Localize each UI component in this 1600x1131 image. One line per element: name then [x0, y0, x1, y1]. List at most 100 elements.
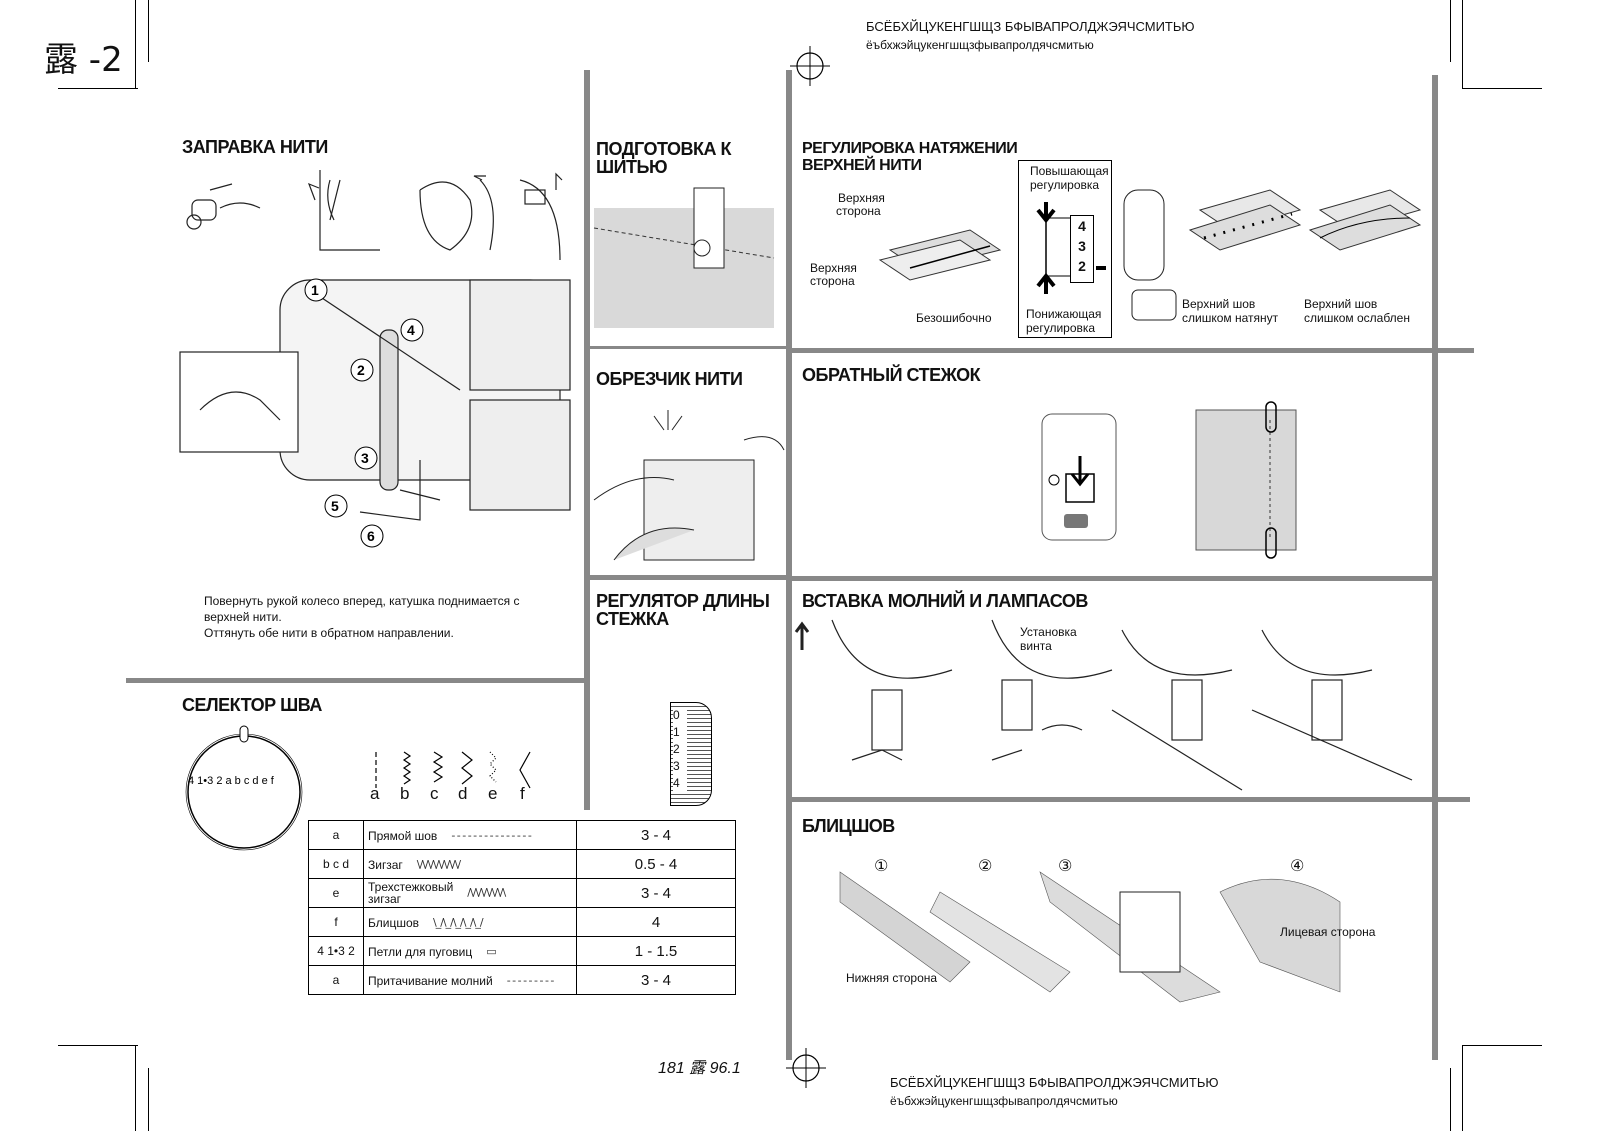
tension-title-1: РЕГУЛИРОВКА НАТЯЖЕНИИ — [802, 140, 1018, 157]
stitch-name-cell: Петли для пуговиц ▭ — [363, 936, 577, 966]
selector-table: a Прямой шов - - - - - - - - - - - - - - -… — [308, 820, 736, 995]
stitch-code: e — [308, 878, 364, 908]
crop-mark — [148, 1068, 149, 1131]
raise-label: регулировка — [1030, 178, 1100, 192]
threading-illustrations: 1 4 2 3 5 6 — [179, 170, 571, 548]
upper-side-label: Верхняя — [810, 261, 857, 275]
footer-code: 181 露 96.1 — [658, 1060, 741, 1077]
stitch-pattern-sample: - - - - - - - - - - - - - - - — [451, 829, 531, 842]
stitch-length-title-1: РЕГУЛЯТОР ДЛИНЫ — [596, 591, 770, 611]
svg-text:6: 6 — [367, 528, 375, 544]
stitch-length-value: 0.5 - 4 — [576, 849, 736, 879]
upper-side-label: сторона — [836, 204, 881, 218]
stitch-length-dial-number: 0 — [673, 708, 680, 722]
tension-dial-number: 4 — [1078, 218, 1086, 234]
header-line-2: ёъбхжэйцукенгшщзфывапролдячсмитью — [866, 38, 1094, 52]
zipper-title: ВСТАВКА МОЛНИЙ И ЛАМПАСОВ — [802, 591, 1088, 611]
stitch-pattern-sample: - - - - - - - - - — [506, 974, 555, 987]
selector-table-row: a Прямой шов - - - - - - - - - - - - - - -… — [308, 820, 736, 850]
divider-horizontal — [126, 678, 588, 683]
reverse-fabric-illustration — [1195, 401, 1297, 559]
cutter-illustration — [593, 410, 785, 561]
pattern-letter: b — [400, 784, 410, 803]
stitch-code: a — [308, 820, 364, 850]
prep-title-1: ПОДГОТОВКА К — [596, 139, 732, 159]
pattern-letter: e — [488, 784, 498, 803]
reverse-title: ОБРАТНЫЙ СТЕЖОК — [802, 365, 981, 385]
tension-dial-number: 3 — [1078, 238, 1086, 254]
tension-dial-box — [1018, 160, 1112, 338]
pattern-letter: c — [430, 784, 439, 803]
crop-mark — [1450, 1068, 1451, 1131]
stitch-name: Зигзаг — [368, 857, 403, 872]
cutter-title: ОБРЕЗЧИК НИТИ — [596, 369, 743, 389]
registration-mark-bottom — [786, 1048, 826, 1088]
stitch-name: Прямой шов — [368, 828, 438, 843]
stitch-pattern-sample: ▭ — [486, 945, 496, 958]
divider-horizontal — [790, 348, 1474, 353]
stitch-length-dial-number: 2 — [673, 742, 680, 756]
divider-horizontal — [588, 575, 788, 580]
threading-note-2: верхней нити. — [204, 610, 282, 624]
tension-fabric-illustration — [878, 229, 1002, 281]
divider-horizontal — [790, 576, 1434, 581]
stitch-name-cell: Притачивание молний - - - - - - - - - — [363, 965, 577, 995]
perfect-label: Безошибочно — [916, 311, 992, 325]
footer-line-1: БСЁБХЙЦУКЕНГШЩЗ БФЫВАПРОЛДЖЭЯЧСМИТЬЮ — [890, 1075, 1219, 1090]
svg-text:2: 2 — [357, 362, 365, 378]
raise-label: Повышающая — [1030, 164, 1109, 178]
loose-label: Верхний шов — [1304, 297, 1378, 311]
stitch-length-dial-number: 4 — [673, 776, 680, 790]
divider-vertical — [786, 70, 792, 1060]
pattern-letter: a — [370, 784, 380, 803]
stitch-length-dial-number: 3 — [673, 759, 680, 773]
crop-mark — [1462, 1045, 1463, 1131]
divider-vertical — [584, 70, 590, 810]
selector-title: СЕЛЕКТОР ШВА — [182, 695, 322, 715]
stitch-pattern-sample: /\/\/\/\/\/\/\ — [467, 886, 506, 900]
blind-step-3: ③ — [1058, 858, 1073, 875]
stitch-code: a — [308, 965, 364, 995]
selector-patterns — [375, 751, 531, 789]
tension-arrows — [1036, 202, 1070, 294]
stitch-pattern-sample: \/\/\/\/\/\/\/\/ — [416, 858, 461, 871]
stitch-name: Петли для пуговиц — [368, 944, 473, 959]
crop-mark — [1450, 0, 1451, 62]
divider-horizontal — [790, 797, 1470, 802]
upper-side-label: сторона — [810, 274, 855, 288]
stitch-length-title-2: СТЕЖКА — [596, 609, 669, 629]
stitch-length-value: 3 - 4 — [576, 878, 736, 908]
crop-mark — [58, 88, 138, 89]
selector-dial[interactable]: 4 1•3 2 a b c d e f — [180, 724, 310, 854]
stitch-name-cell: Трехстежковый зигзаг /\/\/\/\/\/\/\ — [363, 878, 577, 908]
loose-label: слишком ослаблен — [1304, 311, 1410, 325]
header-line-1: БСЁБХЙЦУКЕНГШЩЗ БФЫВАПРОЛДЖЭЯЧСМИТЬЮ — [866, 19, 1195, 34]
selector-dial-labels: 4 1•3 2 a b c d e f — [188, 775, 275, 787]
under-side-label: Нижняя сторона — [846, 971, 938, 985]
selector-table-row: b c d Зигзаг \/\/\/\/\/\/\/\/ 0.5 - 4 — [308, 849, 736, 879]
screw-label: Установка — [1020, 625, 1077, 639]
stitch-name: Притачивание молний — [368, 973, 493, 988]
crop-mark — [1462, 1045, 1542, 1046]
upper-side-label: Верхняя — [838, 191, 885, 205]
stitch-code: b c d — [308, 849, 364, 879]
tension-title-2: ВЕРХНЕЙ НИТИ — [802, 157, 922, 174]
blind-title: БЛИЦШОВ — [802, 816, 895, 836]
tension-tight-illustration — [1188, 189, 1422, 251]
tension-machine-illustration — [1123, 189, 1177, 321]
tension-dial-number: 2 — [1078, 258, 1086, 274]
tension-dial[interactable]: 4 3 2 — [1070, 215, 1094, 283]
stitch-name: Трехстежковый зигзаг — [368, 880, 454, 906]
crop-mark — [148, 0, 149, 62]
screw-label: винта — [1020, 639, 1052, 653]
step-1: 1 — [311, 282, 319, 298]
lower-label: Понижающая — [1026, 307, 1102, 321]
tight-label: Верхний шов — [1182, 297, 1256, 311]
divider-horizontal — [588, 346, 788, 349]
stitch-name: Блицшов — [368, 915, 419, 930]
prep-title-2: ШИТЬЮ — [596, 157, 668, 177]
svg-text:5: 5 — [331, 498, 339, 514]
